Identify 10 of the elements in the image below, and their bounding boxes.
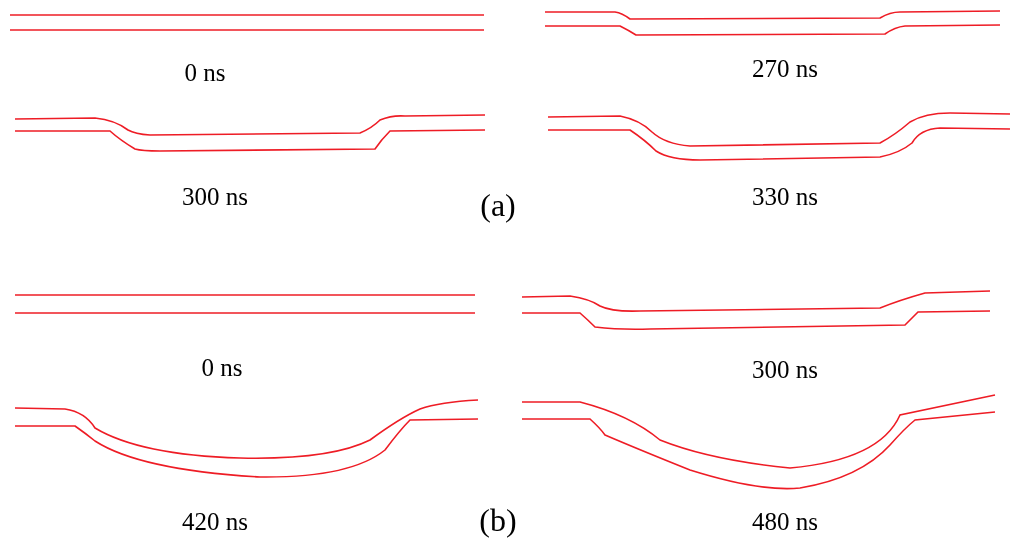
time-label: 420 ns [182,508,248,534]
time-label: 270 ns [752,55,818,81]
time-label: 330 ns [752,183,818,209]
panel-label: (a) [480,189,516,221]
time-label: 300 ns [182,183,248,209]
time-label: 480 ns [752,508,818,534]
panel-label: (b) [479,504,517,536]
time-label: 0 ns [184,59,226,85]
time-label: 300 ns [752,356,818,382]
time-label: 0 ns [201,354,243,380]
